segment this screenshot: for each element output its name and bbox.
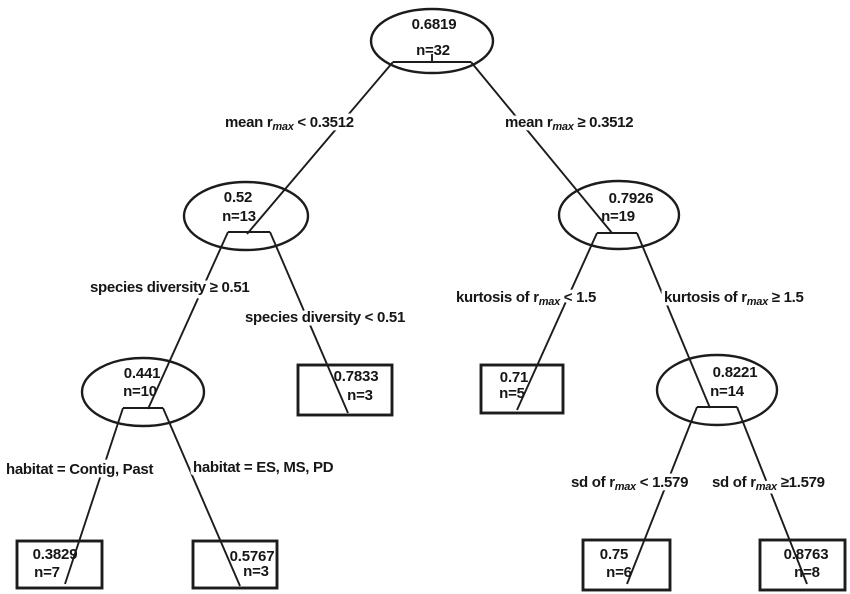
node-lr-value: 0.7833 [334,368,379,385]
edge-label-kurtosis-left-sub: max [539,296,561,308]
node-l-value: 0.52 [224,189,252,206]
node-r-ellipse [557,179,681,251]
node-rrl-count: n=6 [606,564,632,581]
node-rl-value: 0.71 [500,369,528,386]
node-rr-ellipse [655,353,779,427]
edge-label-habitat-left: habitat = Contig, Past [6,461,153,478]
node-lll-value: 0.3829 [33,546,78,563]
edge-label-sd-left: sd of rmax < 1.579 [571,474,688,493]
edge-label-sd-right-pre: sd of r [712,474,756,491]
edge-label-kurtosis-right-post: ≥ 1.5 [768,289,804,306]
node-ll-value: 0.441 [124,365,161,382]
edge-label-kurtosis-left-post: < 1.5 [560,289,596,306]
node-llr-value: 0.5767 [230,548,275,565]
node-rrl-box [581,538,672,592]
node-l-ellipse [182,180,310,252]
branch-root-right [470,61,613,234]
edge-label-mean-left-sub: max [272,121,294,133]
node-llr-box [191,539,279,590]
node-rr-count: n=14 [710,383,745,400]
edge-label-mean-right-post: ≥ 0.3512 [574,114,634,131]
node-rl-box [479,363,565,415]
node-llr-count: n=3 [243,563,269,580]
branch-rr-left [626,406,698,585]
edge-label-mean-left: mean rmax < 0.3512 [225,114,354,133]
node-ll-ellipse [80,356,206,428]
edge-label-mean-right: mean rmax ≥ 0.3512 [505,114,633,133]
node-rr-value: 0.8221 [713,364,758,381]
edge-label-species-left: species diversity ≥ 0.51 [90,279,249,296]
node-ll-count: n=10 [123,383,157,400]
node-l-count: n=13 [222,208,256,225]
edge-label-sd-right: sd of rmax ≥1.579 [712,474,825,493]
node-rl-count: n=5 [499,385,525,402]
edge-label-kurtosis-right-pre: kurtosis of r [664,289,747,306]
branch-r-left [516,232,598,411]
branch-ll-right [162,407,241,587]
node-r-count: n=19 [601,208,635,225]
node-lll-box [15,539,104,590]
edge-label-mean-right-pre: mean r [505,114,553,131]
node-r-value: 0.7926 [609,190,654,207]
edge-label-mean-left-pre: mean r [225,114,273,131]
node-lll-count: n=7 [34,564,60,581]
edge-label-sd-left-pre: sd of r [571,474,615,491]
edge-label-kurtosis-left: kurtosis of rmax < 1.5 [456,289,596,308]
edge-label-mean-right-sub: max [552,121,574,133]
edge-label-sd-left-sub: max [615,481,637,493]
node-root-ellipse [369,7,495,75]
node-rrr-box [758,538,847,592]
edge-label-kurtosis-right: kurtosis of rmax ≥ 1.5 [664,289,804,308]
edge-label-kurtosis-right-sub: max [747,296,769,308]
branch-l-left [147,231,229,410]
edge-label-sd-left-post: < 1.579 [636,474,688,491]
node-rrr-value: 0.8763 [784,546,829,563]
edge-label-sd-right-sub: max [756,481,778,493]
branch-rr-right [736,406,808,585]
edge-label-sd-right-post: ≥1.579 [777,474,825,491]
branch-root-left [246,61,394,235]
edge-label-mean-left-post: < 0.3512 [294,114,354,131]
edge-label-species-right: species diversity < 0.51 [245,309,405,326]
node-rrr-count: n=8 [794,564,820,581]
edge-label-kurtosis-left-pre: kurtosis of r [456,289,539,306]
node-lr-count: n=3 [347,387,373,404]
node-root-value: 0.6819 [412,16,457,33]
branch-l-right [269,231,349,414]
branch-ll-left [64,407,124,585]
branch-r-right [636,232,711,409]
node-lr-box [296,363,394,417]
node-root-count: n=32 [416,42,450,59]
node-rrl-value: 0.75 [600,546,628,563]
edge-label-habitat-right: habitat = ES, MS, PD [193,459,334,476]
